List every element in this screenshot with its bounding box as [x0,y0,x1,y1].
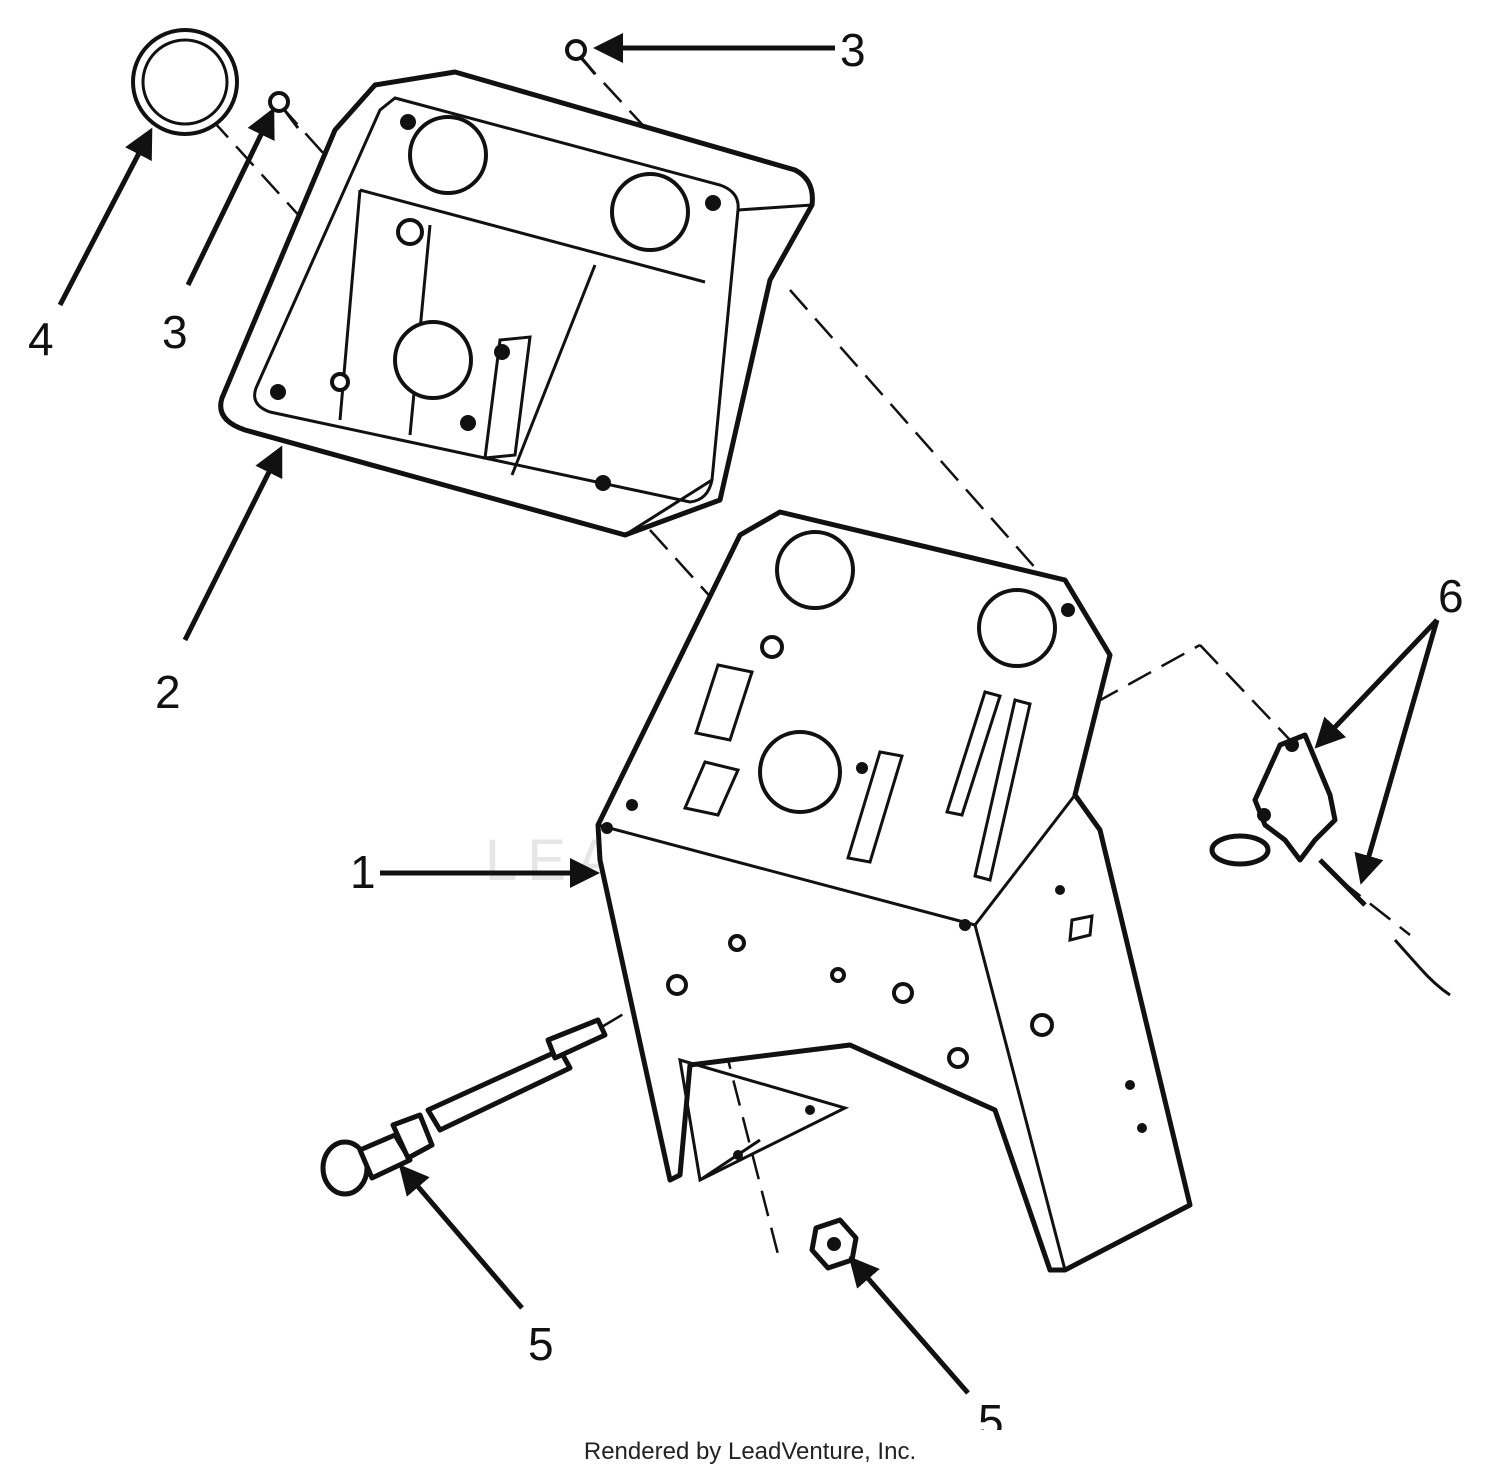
callout-6: 6 [1438,570,1464,622]
callout-2: 2 [155,666,181,718]
nut [809,1217,859,1271]
gauge-ring [131,28,239,136]
dash-panel-bracket [595,509,1193,1273]
callout-3-left: 3 [162,306,188,358]
callout-labels: 1 2 3 3 4 5 5 6 [28,24,1464,1430]
screws [268,39,597,129]
callout-5-cable: 5 [528,1318,554,1370]
choke-cable [320,1017,608,1197]
callout-1: 1 [350,846,376,898]
throttle-lever [1209,732,1451,997]
dash-bezel [218,69,815,538]
footer-credit: Rendered by LeadVenture, Inc. [583,1438,917,1465]
leader-arrows [57,33,1440,1395]
parts-diagram: LEADVENTURE [28,24,1464,1430]
callout-5-nut: 5 [978,1395,1004,1430]
callout-3-top: 3 [840,24,866,76]
callout-4: 4 [28,313,54,365]
